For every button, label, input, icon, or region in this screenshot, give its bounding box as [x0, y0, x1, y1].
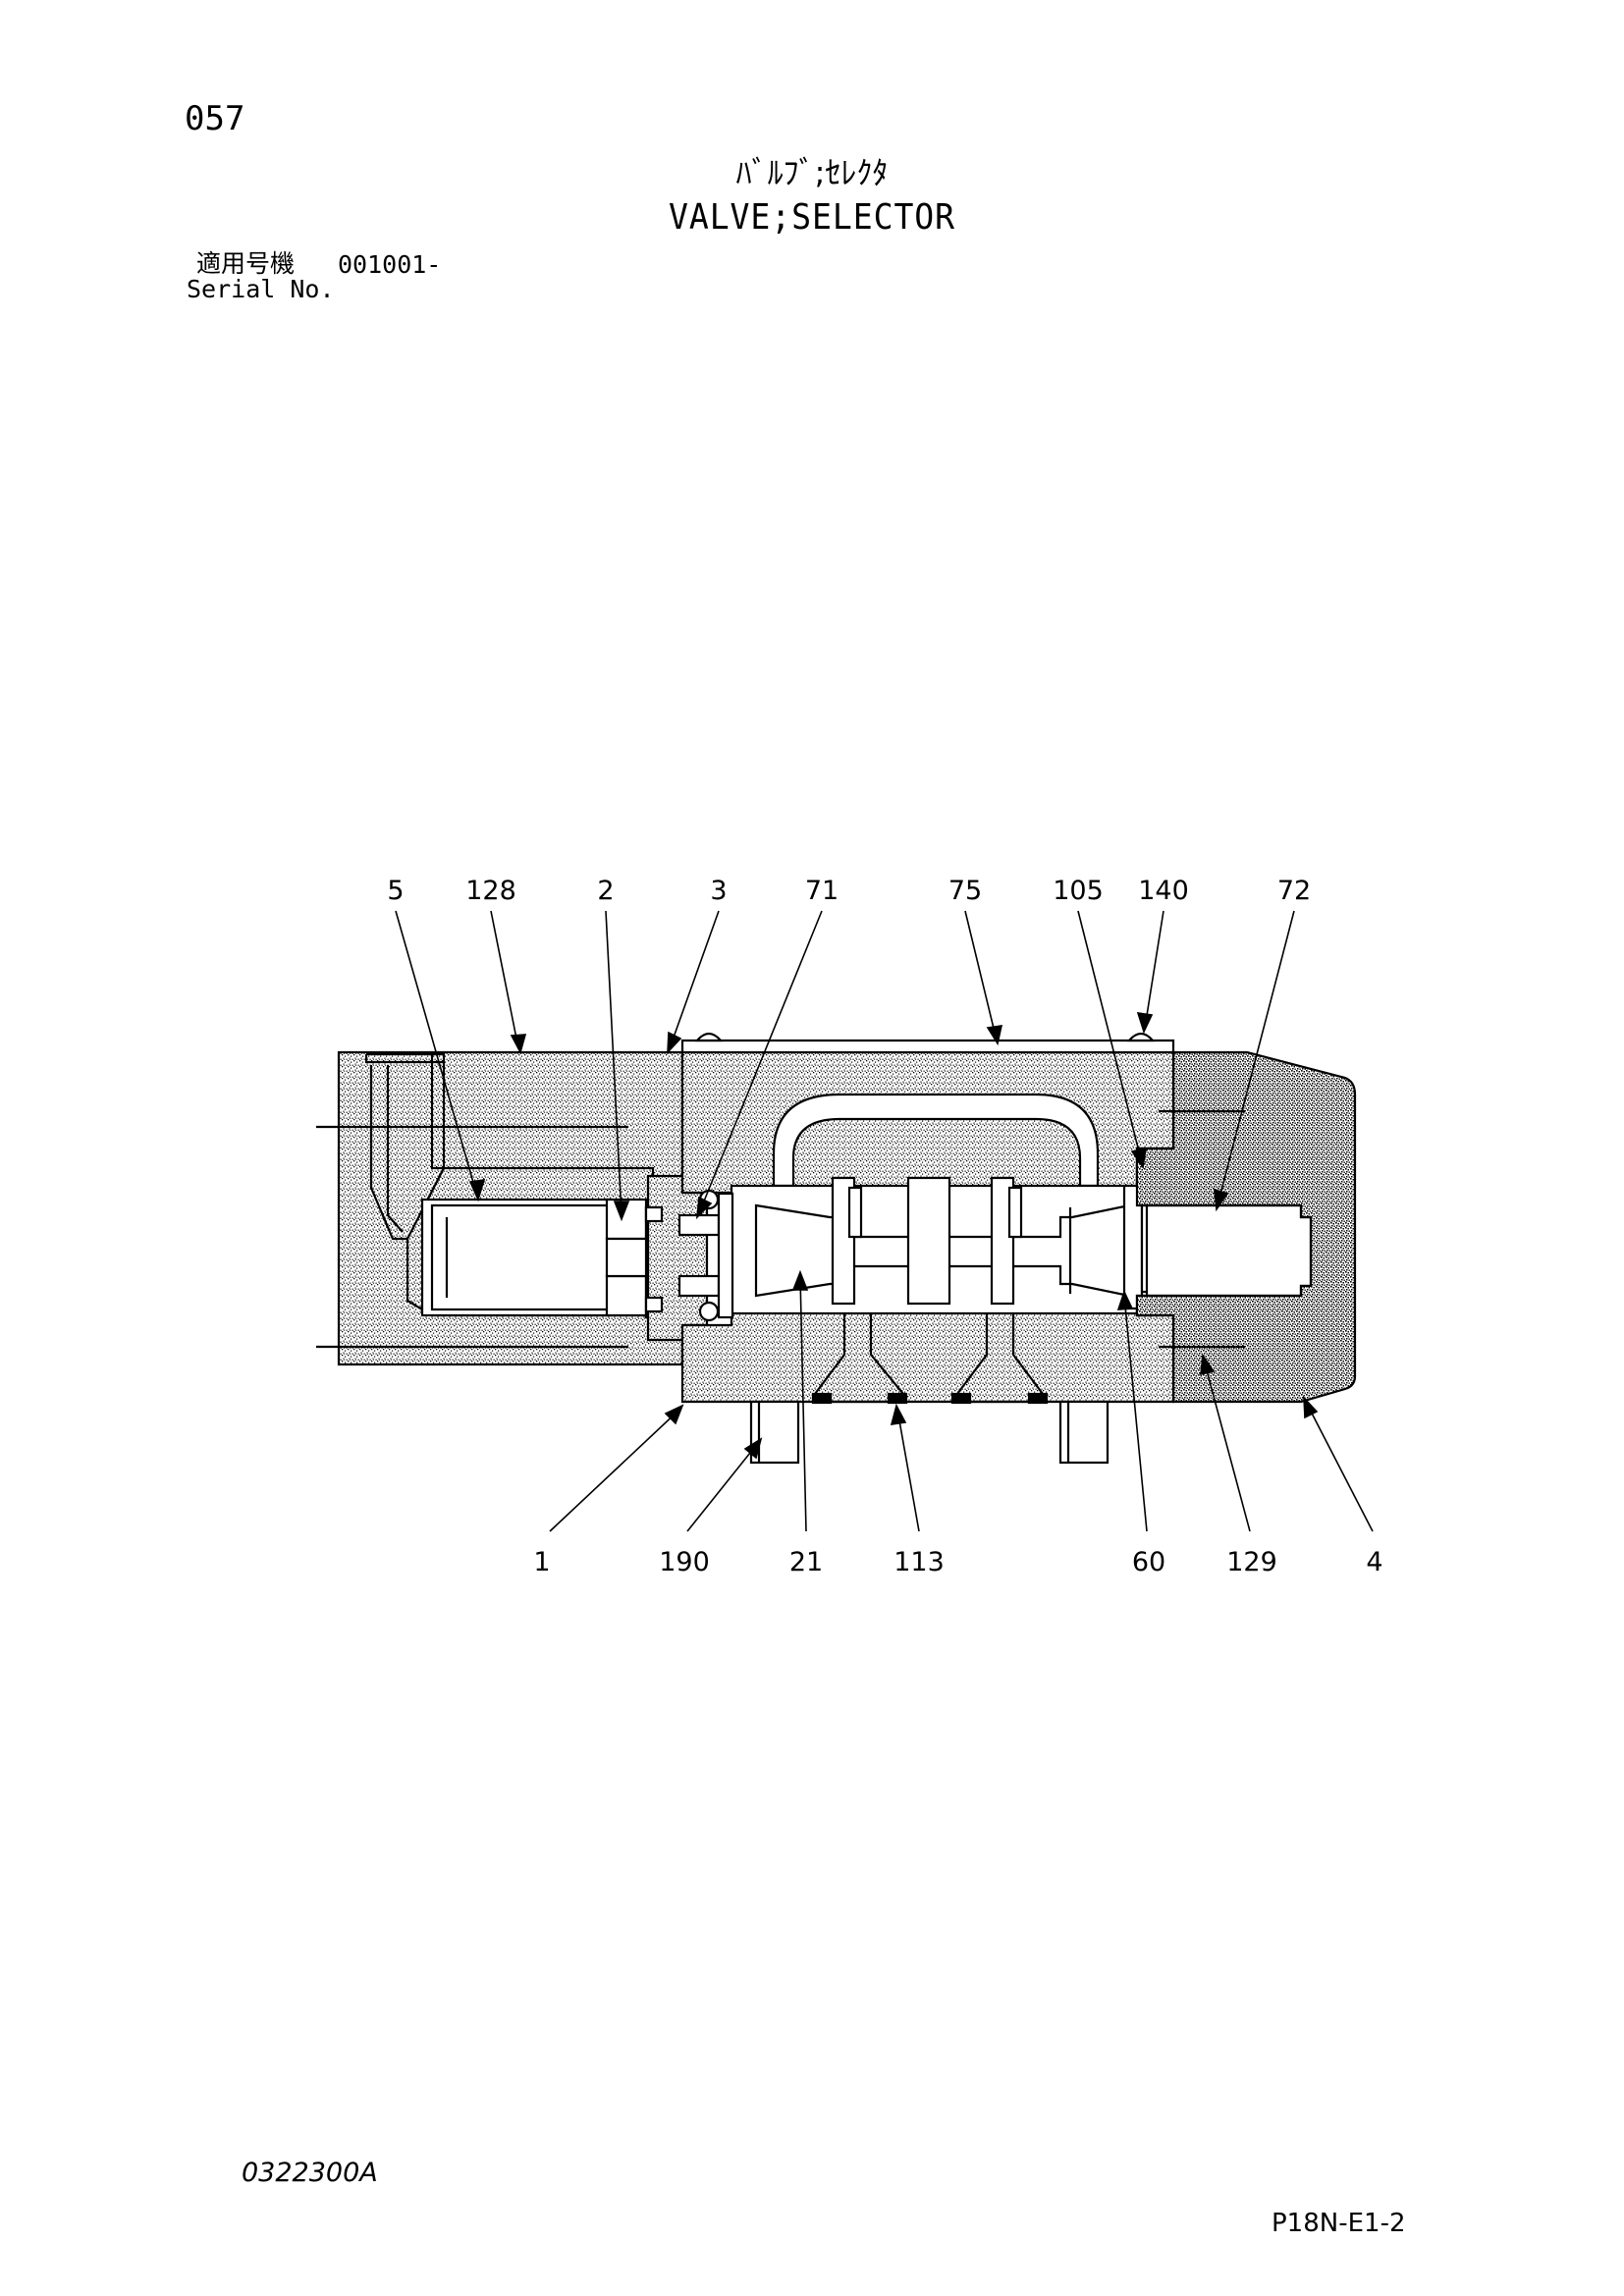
serial-value: 001001-	[338, 250, 442, 279]
callouts-bottom: 1 190 21 113 60 129 4	[533, 1547, 1382, 1577]
title-english: VALVE;SELECTOR	[668, 197, 956, 238]
drawing-code: 0322300A	[242, 2158, 378, 2188]
sheet-code: P18N-E1-2	[1272, 2209, 1406, 2238]
left-housing-cavity	[366, 1052, 655, 1317]
callout-113: 113	[893, 1547, 945, 1577]
callout-4: 4	[1366, 1547, 1382, 1577]
title-japanese: ﾊﾞﾙﾌﾞ;ｾﾚｸﾀ	[735, 154, 889, 191]
callout-140: 140	[1138, 876, 1189, 906]
cap-screw-140-left	[694, 1032, 724, 1042]
callout-105: 105	[1053, 876, 1104, 906]
callout-190: 190	[659, 1547, 710, 1577]
pin-72	[1145, 1203, 1313, 1298]
callout-3: 3	[710, 876, 727, 906]
callout-60: 60	[1132, 1547, 1165, 1577]
callout-128: 128	[465, 876, 516, 906]
callout-75: 75	[948, 876, 982, 906]
callout-2: 2	[597, 876, 614, 906]
cover-plate-75	[680, 1039, 1175, 1054]
leader-lines	[395, 910, 1295, 1222]
seal-113-a	[811, 1392, 833, 1405]
cap-screw-140-right	[1126, 1032, 1156, 1042]
callout-1: 1	[533, 1547, 550, 1577]
callouts-top: 5 128 2 3 71 75 105 140 72	[387, 876, 1311, 906]
right-housing-129	[1135, 1050, 1357, 1404]
callout-21: 21	[789, 1547, 823, 1577]
page-number: 057	[185, 99, 245, 138]
callout-72: 72	[1277, 876, 1311, 906]
callout-71: 71	[805, 876, 839, 906]
serial-label-english: Serial No.	[187, 275, 335, 303]
bypass-passage	[772, 1093, 1100, 1188]
callout-5: 5	[387, 876, 404, 906]
serial-label-japanese: 適用号機	[196, 249, 296, 278]
callout-129: 129	[1226, 1547, 1277, 1577]
